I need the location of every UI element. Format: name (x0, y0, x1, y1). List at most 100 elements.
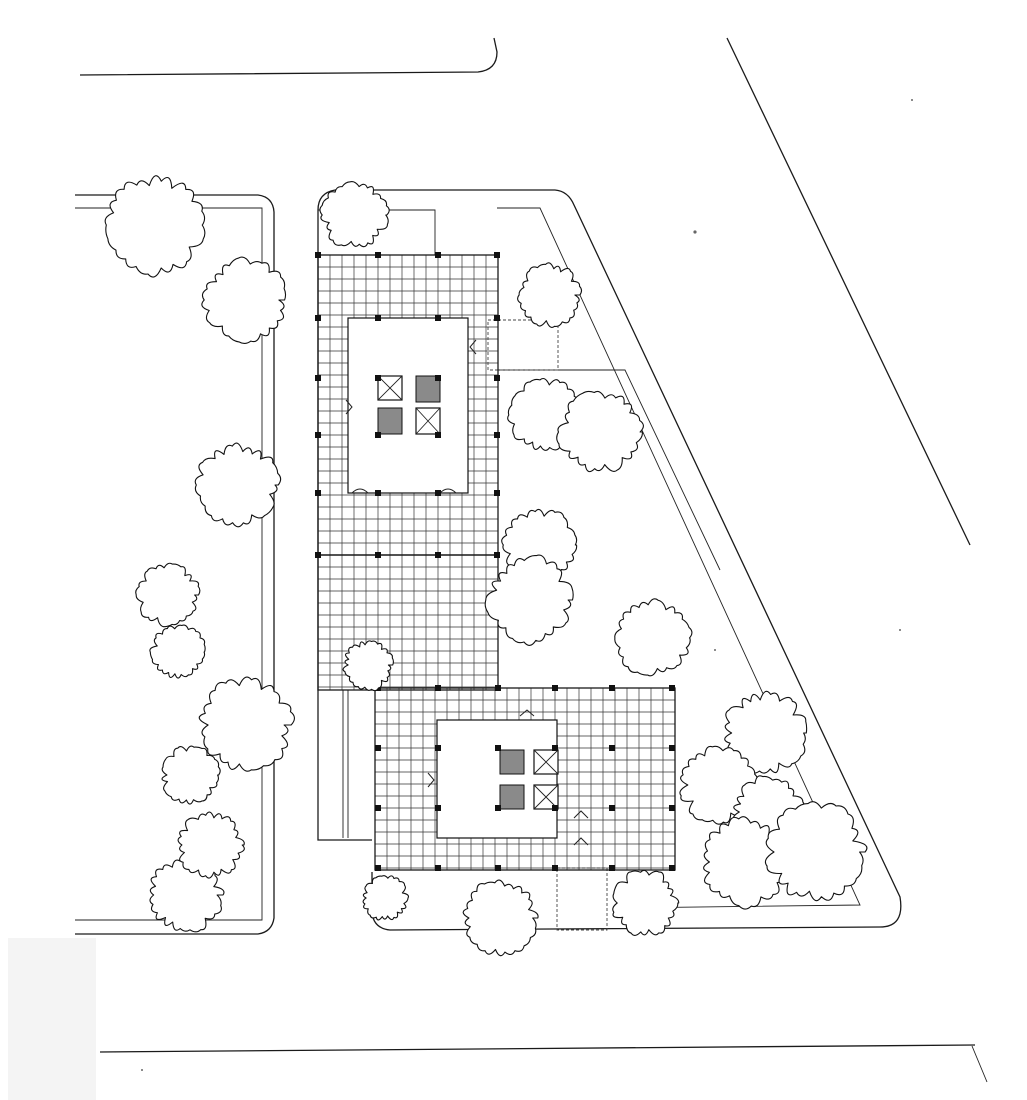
site-speck (693, 230, 697, 234)
site-speck (141, 1069, 143, 1071)
tree-canopy (161, 745, 221, 805)
structural-column (315, 490, 321, 496)
tree-canopy (556, 390, 644, 473)
structural-column (552, 745, 558, 751)
structural-column (435, 865, 441, 871)
structural-column (435, 745, 441, 751)
site-speck (899, 629, 901, 631)
south-stair-1 (499, 749, 525, 775)
structural-column (435, 432, 441, 438)
structural-column (495, 685, 501, 691)
tree-canopy (517, 262, 583, 328)
north-tower-lobby (347, 317, 469, 494)
structural-column (552, 685, 558, 691)
structural-column (435, 685, 441, 691)
north-stair-1 (377, 407, 403, 435)
tree-canopy (135, 562, 201, 628)
west-plaza-outline (75, 194, 275, 935)
south-tower-core (499, 749, 559, 810)
structural-column (609, 805, 615, 811)
structural-column (494, 490, 500, 496)
structural-column (435, 252, 441, 258)
tree-canopy (484, 554, 574, 646)
structural-column (435, 805, 441, 811)
structural-column (669, 745, 675, 751)
structural-column (375, 552, 381, 558)
structural-column (375, 252, 381, 258)
tree-canopy (319, 181, 390, 248)
west-walkway (317, 690, 349, 838)
structural-column (315, 315, 321, 321)
north-lobby-arrow-west (345, 399, 353, 415)
north-lobby-arrow-east (469, 339, 477, 355)
structural-column (669, 685, 675, 691)
structural-column (669, 865, 675, 871)
south-street-curb (99, 1044, 976, 1053)
structural-column (435, 490, 441, 496)
structural-column (495, 865, 501, 871)
structural-column (494, 375, 500, 381)
tree-canopy (342, 640, 394, 692)
main-site-outline-west (317, 189, 372, 841)
structural-column (375, 315, 381, 321)
structural-column (494, 315, 500, 321)
tree-canopy (764, 801, 868, 902)
structural-column (494, 552, 500, 558)
structural-column (315, 375, 321, 381)
north-stair-2 (415, 375, 441, 403)
structural-column (494, 432, 500, 438)
east-avenue-line (726, 37, 971, 546)
structural-column (375, 745, 381, 751)
north-street-curb (79, 37, 498, 76)
structural-columns (315, 252, 675, 871)
south-lobby-arrow-north (519, 709, 535, 717)
tree-canopy (724, 690, 808, 774)
structural-column (315, 252, 321, 258)
south-tower-outline (374, 687, 676, 871)
structural-column (669, 805, 675, 811)
north-entry-canopy (487, 319, 559, 371)
east-lawn-edge-2 (497, 369, 721, 571)
tree-canopy (104, 175, 206, 278)
structural-column (315, 552, 321, 558)
tree-canopy (149, 624, 206, 679)
landscape-trees (104, 175, 868, 957)
structural-column (375, 490, 381, 496)
structural-column (609, 685, 615, 691)
structural-column (375, 432, 381, 438)
south-entry-arrow (573, 810, 589, 846)
tree-canopy (194, 442, 282, 528)
structural-column (494, 252, 500, 258)
tree-canopy (177, 811, 245, 879)
structural-column (375, 865, 381, 871)
structural-column (375, 805, 381, 811)
tree-canopy (198, 676, 295, 772)
tree-canopy (462, 879, 539, 957)
south-entry-canopy (556, 867, 608, 931)
structural-column (609, 865, 615, 871)
tree-canopy (614, 598, 693, 677)
south-stair-2 (499, 784, 525, 810)
structural-column (375, 375, 381, 381)
north-tower-floor-grid (317, 254, 499, 690)
tree-canopy (362, 875, 410, 921)
tree-canopy (612, 869, 680, 936)
structural-column (315, 432, 321, 438)
structural-column (609, 745, 615, 751)
structural-column (435, 315, 441, 321)
site-speck (911, 99, 913, 101)
structural-column (435, 552, 441, 558)
structural-column (495, 805, 501, 811)
tree-canopy (201, 256, 287, 344)
main-site-outline (335, 189, 902, 931)
structural-column (435, 375, 441, 381)
south-street-curb-end (971, 1045, 988, 1083)
south-lobby-arrow-west (427, 772, 435, 788)
site-speck (714, 649, 716, 651)
structural-column (495, 745, 501, 751)
corner-patch (8, 938, 96, 1100)
north-tower-core (377, 375, 441, 435)
north-door-swing (351, 488, 457, 494)
south-tower-lobby (436, 719, 558, 839)
